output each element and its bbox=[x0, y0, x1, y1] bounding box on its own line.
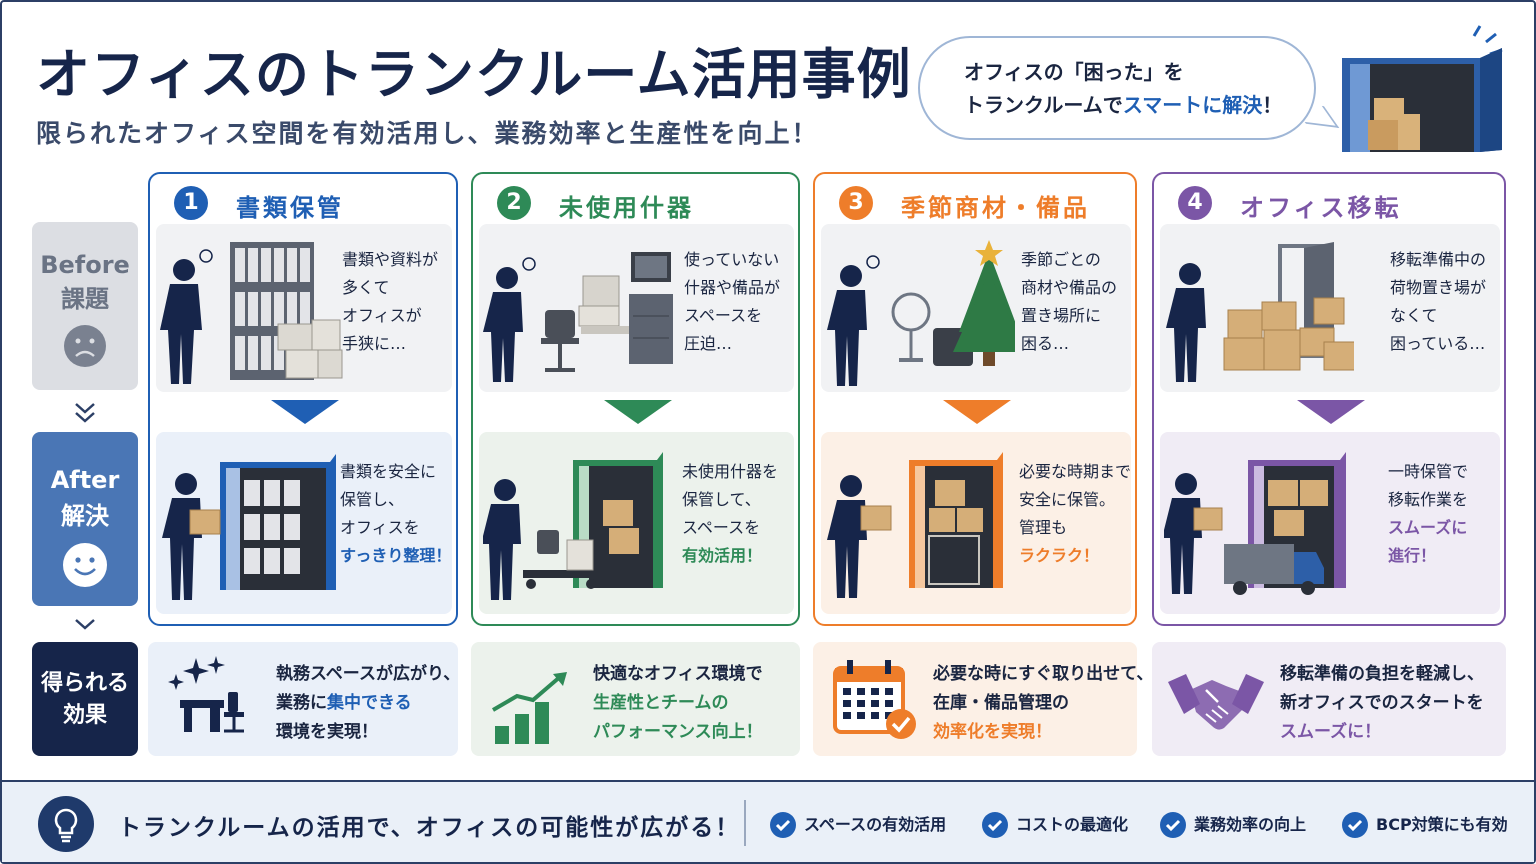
smile-face-icon bbox=[63, 543, 107, 587]
case-number: 3 bbox=[839, 186, 873, 220]
after-panel: 必要な時期まで安全に保管。管理もラクラク！ bbox=[821, 432, 1131, 614]
before-panel: 移転準備中の荷物置き場がなくて困っている… bbox=[1160, 224, 1500, 392]
handshake-icon bbox=[1166, 668, 1266, 746]
effect-card-1: 執務スペースが広がり、業務に集中できる環境を実現！ bbox=[148, 642, 461, 756]
case-header: 3 季節商材・備品 bbox=[815, 184, 1135, 224]
bubble-line-1: オフィスの「困った」を bbox=[964, 60, 1184, 84]
footer-divider bbox=[744, 800, 746, 846]
growth-chart-icon bbox=[489, 668, 579, 752]
lightbulb-icon bbox=[38, 796, 94, 852]
arrow-down-icon bbox=[271, 400, 339, 424]
before-panel: 使っていない什器や備品がスペースを圧迫… bbox=[479, 224, 794, 392]
calendar-icon bbox=[831, 656, 921, 746]
case-column-1: 1 書類保管 書類や資料が多くてオフィスが手狭に… 書類を安全に保管し、オフィス… bbox=[148, 172, 458, 626]
check-icon bbox=[770, 812, 796, 838]
chevron-down-icon bbox=[75, 403, 95, 423]
effect-text: 快適なオフィス環境で生産性とチームのパフォーマンス向上！ bbox=[593, 664, 763, 742]
page-title: オフィスのトランクルーム活用事例 bbox=[36, 43, 912, 106]
before-text: 移転準備中の荷物置き場がなくて困っている… bbox=[1390, 250, 1487, 353]
case-column-2: 2 未使用什器 使っていない什器や備品がスペースを圧迫… 未使用什器を bbox=[471, 172, 800, 626]
row-label-before: Before 課題 bbox=[32, 222, 138, 390]
effect-card-2: 快適なオフィス環境で生産性とチームのパフォーマンス向上！ bbox=[471, 642, 800, 756]
before-text: 使っていない什器や備品がスペースを圧迫… bbox=[684, 250, 781, 353]
case-header: 2 未使用什器 bbox=[473, 184, 798, 224]
footer-bar: トランクルームの活用で、オフィスの可能性が広がる！ スペースの有効活用 コストの最… bbox=[2, 780, 1534, 862]
effect-text: 執務スペースが広がり、業務に集中できる環境を実現！ bbox=[276, 664, 461, 742]
effect-card-4: 移転準備の負担を軽減し、新オフィスでのスタートをスムーズに！ bbox=[1152, 642, 1506, 756]
case-title: 季節商材・備品 bbox=[901, 194, 1090, 222]
check-icon bbox=[1160, 812, 1186, 838]
desk-icon bbox=[166, 654, 256, 738]
case-header: 4 オフィス移転 bbox=[1154, 184, 1504, 224]
sad-face-icon bbox=[64, 325, 106, 367]
before-panel: 季節ごとの商材や備品の置き場所に困る… bbox=[821, 224, 1131, 392]
page-subtitle: 限られたオフィス空間を有効活用し、業務効率と生産性を向上！ bbox=[36, 119, 819, 148]
case-header: 1 書類保管 bbox=[150, 184, 456, 224]
after-panel: 一時保管で移転作業をスムーズに進行！ bbox=[1160, 432, 1500, 614]
footer-message: トランクルームの活用で、オフィスの可能性が広がる！ bbox=[118, 815, 741, 841]
effect-text: 移転準備の負担を軽減し、新オフィスでのスタートをスムーズに！ bbox=[1280, 664, 1484, 742]
after-text: 書類を安全に保管し、オフィスをすっきり整理！ bbox=[340, 462, 452, 565]
after-panel: 書類を安全に保管し、オフィスをすっきり整理！ bbox=[156, 432, 452, 614]
speech-bubble: オフィスの「困った」を トランクルームでスマートに解決！ bbox=[918, 36, 1316, 140]
case-number: 4 bbox=[1178, 186, 1212, 220]
row-label-effect: 得られる 効果 bbox=[32, 642, 138, 756]
before-text: 書類や資料が多くてオフィスが手狭に… bbox=[342, 250, 439, 353]
arrow-down-icon bbox=[1297, 400, 1365, 424]
case-column-3: 3 季節商材・備品 季節ごとの商材や備品の置き場所に困る… 必要な時期まで安全に… bbox=[813, 172, 1137, 626]
case-column-4: 4 オフィス移転 移転準備中の荷物置き場がなくて困っている… 一時保管で移転作業… bbox=[1152, 172, 1506, 626]
bubble-line-2: トランクルームでスマートに解決！ bbox=[964, 93, 1283, 117]
case-number: 2 bbox=[497, 186, 531, 220]
effect-text: 必要な時にすぐ取り出せて、在庫・備品管理の効率化を実現！ bbox=[933, 664, 1154, 742]
check-icon bbox=[1342, 812, 1368, 838]
after-text: 必要な時期まで安全に保管。管理もラクラク！ bbox=[1019, 462, 1132, 565]
check-icon bbox=[982, 812, 1008, 838]
case-title: 未使用什器 bbox=[559, 194, 694, 222]
row-label-after: After 解決 bbox=[32, 432, 138, 606]
before-text: 季節ごとの商材や備品の置き場所に困る… bbox=[1021, 250, 1118, 353]
case-number: 1 bbox=[174, 186, 208, 220]
case-title: オフィス移転 bbox=[1240, 194, 1402, 222]
after-text: 未使用什器を保管して、スペースを有効活用！ bbox=[682, 462, 779, 565]
after-text: 一時保管で移転作業をスムーズに進行！ bbox=[1388, 462, 1469, 565]
footer-check-item: コストの最適化 bbox=[982, 812, 1128, 838]
footer-check-item: BCP対策にも有効 bbox=[1342, 812, 1508, 838]
arrow-down-icon bbox=[943, 400, 1011, 424]
storage-unit-illustration bbox=[1342, 25, 1503, 152]
footer-check-item: 業務効率の向上 bbox=[1160, 812, 1306, 838]
before-panel: 書類や資料が多くてオフィスが手狭に… bbox=[156, 224, 452, 392]
chevron-down-icon bbox=[75, 619, 95, 630]
after-panel: 未使用什器を保管して、スペースを有効活用！ bbox=[479, 432, 794, 614]
footer-check-item: スペースの有効活用 bbox=[770, 812, 946, 838]
case-title: 書類保管 bbox=[236, 194, 344, 222]
effect-card-3: 必要な時にすぐ取り出せて、在庫・備品管理の効率化を実現！ bbox=[813, 642, 1153, 756]
arrow-down-icon bbox=[603, 400, 672, 424]
